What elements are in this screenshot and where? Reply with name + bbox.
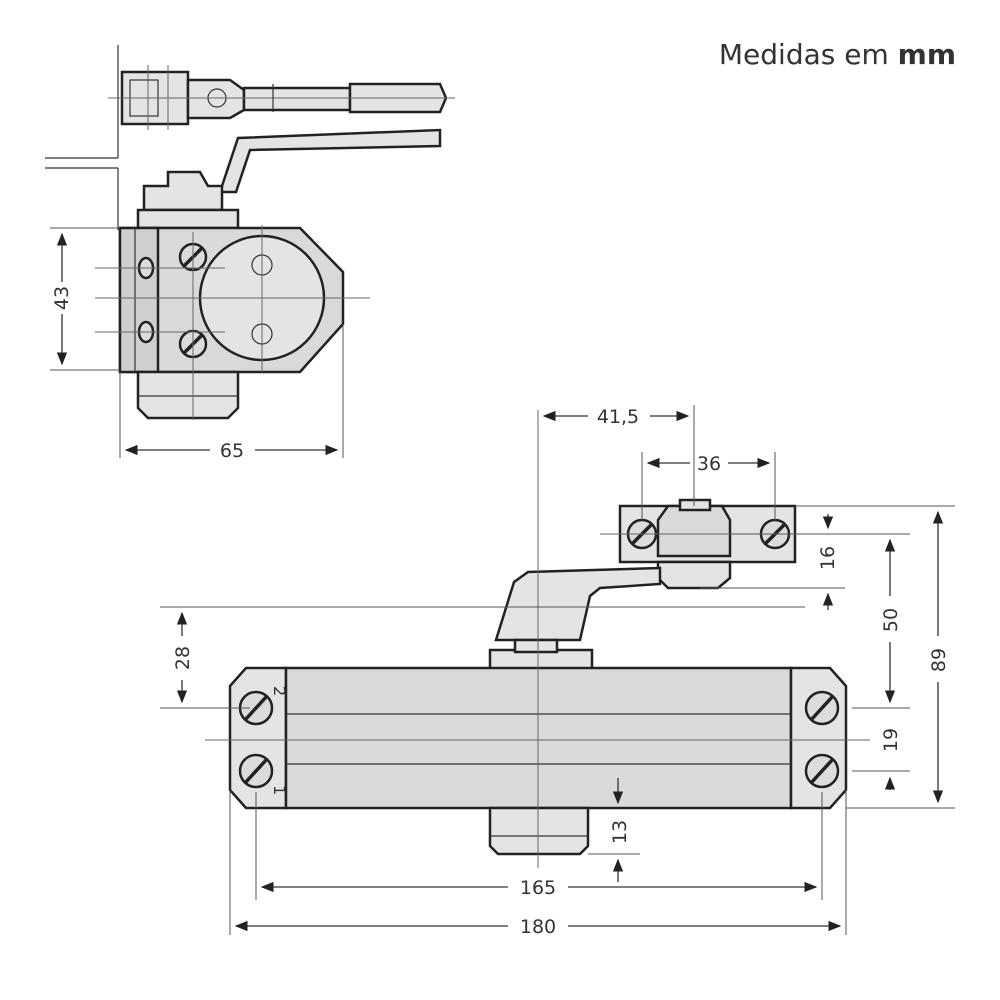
screw-slot <box>809 757 835 785</box>
pinion-shaft <box>513 638 559 654</box>
dim-bottom-offset: 13 <box>609 820 631 844</box>
dim-width-side: 65 <box>220 440 244 462</box>
arm-knuckle <box>186 78 246 120</box>
position-marking-1: 1 <box>270 785 289 795</box>
front-view: 2 1 41,5 36 16 50 19 <box>160 405 955 938</box>
position-marking-2: 2 <box>270 686 289 696</box>
dim-bracket-height: 16 <box>817 546 839 570</box>
screw-slot <box>243 757 269 785</box>
arm-shoe-knuckle <box>656 504 732 558</box>
dim-bracket-width: 36 <box>697 453 721 475</box>
side-arm <box>218 128 442 194</box>
dim-screw-spacing: 19 <box>880 728 902 752</box>
units-prefix: Medidas em <box>718 38 889 71</box>
shoe-cap <box>678 498 712 512</box>
dim-total-height: 89 <box>928 648 950 672</box>
front-arm <box>494 566 662 642</box>
screw-slot <box>243 694 269 722</box>
pinion-nut <box>142 170 224 212</box>
units-unit: mm <box>897 38 956 71</box>
dim-arm-offset: 41,5 <box>597 406 639 428</box>
mount-plate <box>118 226 160 374</box>
arm-rod <box>242 86 352 112</box>
dim-arm-to-top: 50 <box>880 608 902 632</box>
shoe-base <box>656 560 732 590</box>
top-arm <box>108 65 455 130</box>
pinion-collar <box>136 208 240 230</box>
dim-arm-clearance: 28 <box>172 646 194 670</box>
dim-total-length: 180 <box>520 916 556 938</box>
bottom-cap <box>488 806 590 856</box>
screw-slot <box>809 694 835 722</box>
dim-height-side: 43 <box>51 286 73 310</box>
side-bottom-cap <box>136 370 240 420</box>
units-title: Medidas em mm <box>719 38 956 71</box>
dim-screw-distance: 165 <box>520 877 556 899</box>
side-view: 43 65 <box>45 45 455 462</box>
